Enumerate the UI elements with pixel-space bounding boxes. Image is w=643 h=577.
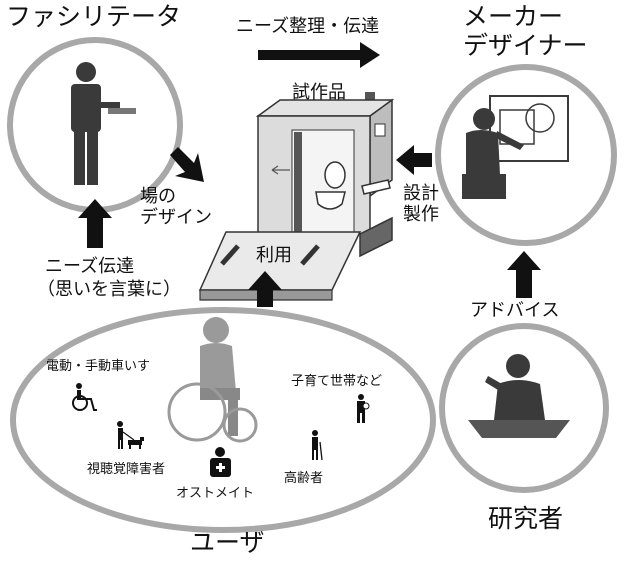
user-ellipse [10,307,436,533]
user-label: ユーザ [190,528,265,557]
design-label-1: 設計 [403,183,439,204]
researcher-label: 研究者 [488,504,564,533]
needs-convey-label-2: （思いを言葉に） [37,279,181,300]
prototype-label: 試作品 [292,82,346,103]
visually-impaired-group-label: 視聴覚障害者 [87,462,166,477]
needs-convey-label-1: ニーズ伝達 [45,256,135,277]
facilitator-person-icon [71,62,136,185]
needs-organize-arrow [258,42,380,68]
ostomate-group-label: オストメイト [176,486,255,501]
design-label-2: 製作 [403,204,439,225]
designer-person-icon [462,95,569,199]
researcher-person-icon [468,354,570,438]
needs-organize-label: ニーズ整理・伝達 [236,16,380,37]
maker-label: メーカー [463,2,564,31]
advice-label: アドバイス [470,300,560,321]
wheelchair-icon [72,383,97,411]
place-design-label-1: 場の [140,186,176,207]
use-arrow [248,271,282,307]
maker-circle [435,64,617,246]
wheelchair-group-label: 電動・手動車いす [46,359,151,374]
wheelchair-user-figure [167,317,258,443]
needs-convey-arrow [78,199,112,248]
guide-dog-icon [117,421,144,449]
prototype-booth [198,92,395,301]
childcare-group-label: 子育て世帯など [291,374,383,389]
elderly-icon [312,430,323,461]
parent-with-child-icon [357,394,370,423]
advice-arrow [507,251,541,298]
place-design-arrow [170,147,204,182]
ostomate-icon [210,447,231,477]
designer-label: デザイナー [463,31,588,60]
elderly-group-label: 高齢者 [284,471,324,486]
researcher-circle [439,323,609,493]
design-production-arrow [396,145,432,175]
place-design-label-2: デザイン [140,207,212,228]
use-label: 利用 [256,245,292,266]
facilitator-label: ファシリテータ [6,2,182,31]
